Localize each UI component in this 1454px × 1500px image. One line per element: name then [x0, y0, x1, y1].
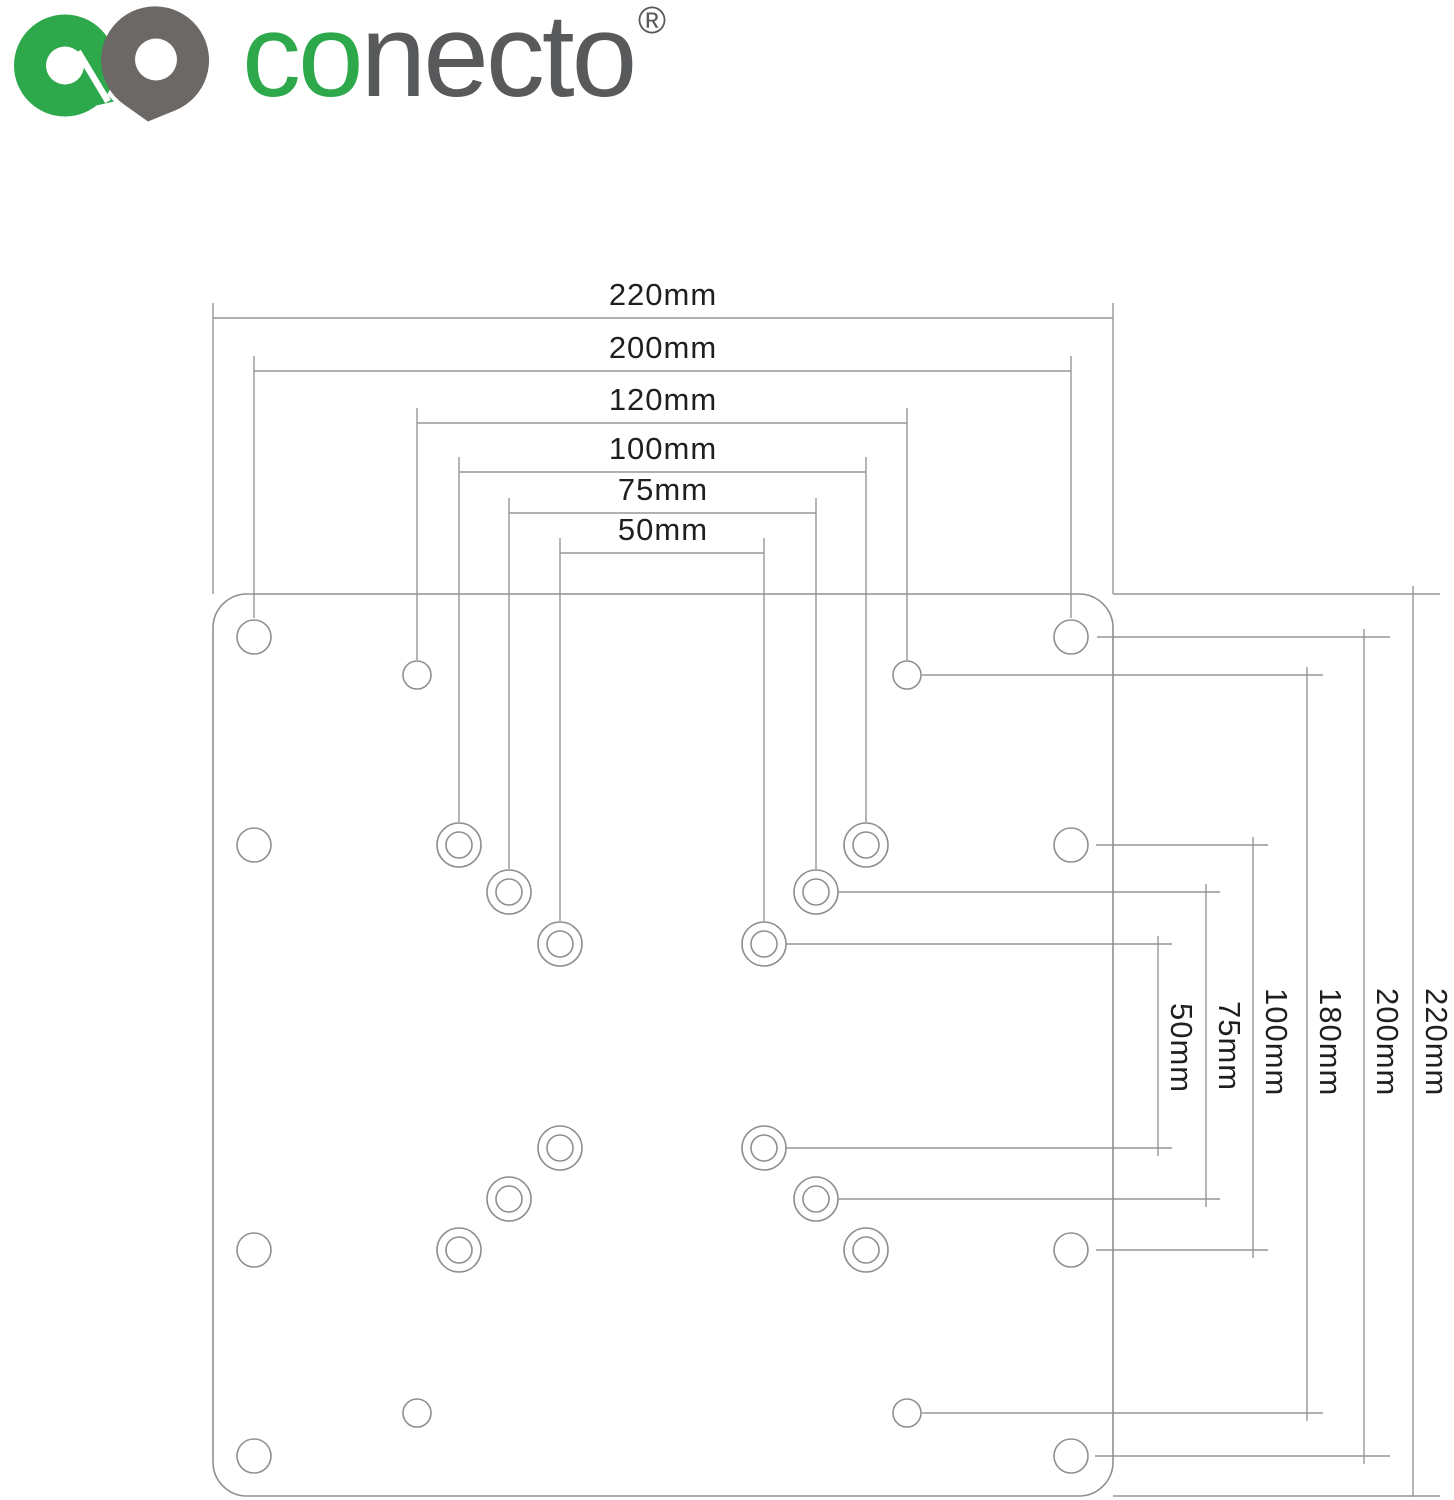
vesa-hole-ring [852, 831, 880, 859]
vesa-hole-ring [793, 1176, 839, 1222]
small-hole [402, 1398, 432, 1428]
dimension-label-height-75mm: 75mm [1212, 1001, 1247, 1092]
plate [212, 593, 1114, 1497]
mounting-hole [1053, 619, 1089, 655]
vesa-hole-ring [445, 1236, 473, 1264]
vesa-hole-ring [750, 1134, 778, 1162]
vesa-hole-ring [495, 878, 523, 906]
small-hole [892, 1398, 922, 1428]
logo-slit [75, 49, 111, 104]
dimension-label-width-75mm: 75mm [617, 472, 709, 507]
plate-outline [212, 593, 1114, 1497]
vesa-hole-ring [793, 869, 839, 915]
dimension-label-width-200mm: 200mm [608, 330, 718, 365]
vesa-hole-ring [495, 1185, 523, 1213]
dimension-label-height-180mm: 180mm [1313, 988, 1348, 1097]
vesa-hole-ring [537, 921, 583, 967]
vesa-hole-ring [843, 1227, 889, 1273]
vesa-ring-holes [436, 822, 889, 1273]
dimension-label-height-200mm: 200mm [1370, 988, 1405, 1097]
vesa-hole-ring [741, 1125, 787, 1171]
vesa-hole-ring [546, 1134, 574, 1162]
vesa-hole-ring [741, 921, 787, 967]
vesa-hole-ring [843, 822, 889, 868]
logo-icon [14, 6, 210, 122]
dimension-label-width-220mm: 220mm [608, 277, 718, 312]
vesa-hole-ring [802, 878, 830, 906]
small-hole [892, 660, 922, 690]
mounting-hole [236, 1438, 272, 1474]
logo-text-co: co [242, 0, 364, 122]
vesa-hole-ring [802, 1185, 830, 1213]
vesa-hole-ring [436, 1227, 482, 1273]
vesa-hole-ring [537, 1125, 583, 1171]
logo-green-tail [74, 80, 114, 111]
logo-text-necto: necto [360, 0, 638, 122]
mounting-hole [1053, 1438, 1089, 1474]
logo-text: conecto [242, 0, 638, 124]
vesa-hole-ring [852, 1236, 880, 1264]
vesa-hole-ring [445, 831, 473, 859]
vesa-hole-ring [750, 930, 778, 958]
mounting-hole [236, 1232, 272, 1268]
dimension-label-height-100mm: 100mm [1259, 988, 1294, 1097]
logo-gray-pin-hole [135, 38, 177, 81]
vesa-hole-ring [486, 869, 532, 915]
mounting-hole [236, 827, 272, 863]
registered-trademark-icon: ® [638, 0, 666, 42]
small-hole [402, 660, 432, 690]
vesa-hole-ring [546, 930, 574, 958]
drawing-lines [212, 303, 1440, 1497]
dimension-label-width-120mm: 120mm [608, 382, 718, 417]
mounting-hole [236, 619, 272, 655]
mounting-hole [1053, 1232, 1089, 1268]
dimension-label-height-220mm: 220mm [1419, 988, 1454, 1097]
dimension-label-width-100mm: 100mm [608, 431, 718, 466]
vesa-hole-ring [486, 1176, 532, 1222]
vesa-hole-ring [436, 822, 482, 868]
mounting-hole [1053, 827, 1089, 863]
dimension-label-height-50mm: 50mm [1164, 1003, 1199, 1094]
dimension-label-width-50mm: 50mm [617, 512, 709, 547]
